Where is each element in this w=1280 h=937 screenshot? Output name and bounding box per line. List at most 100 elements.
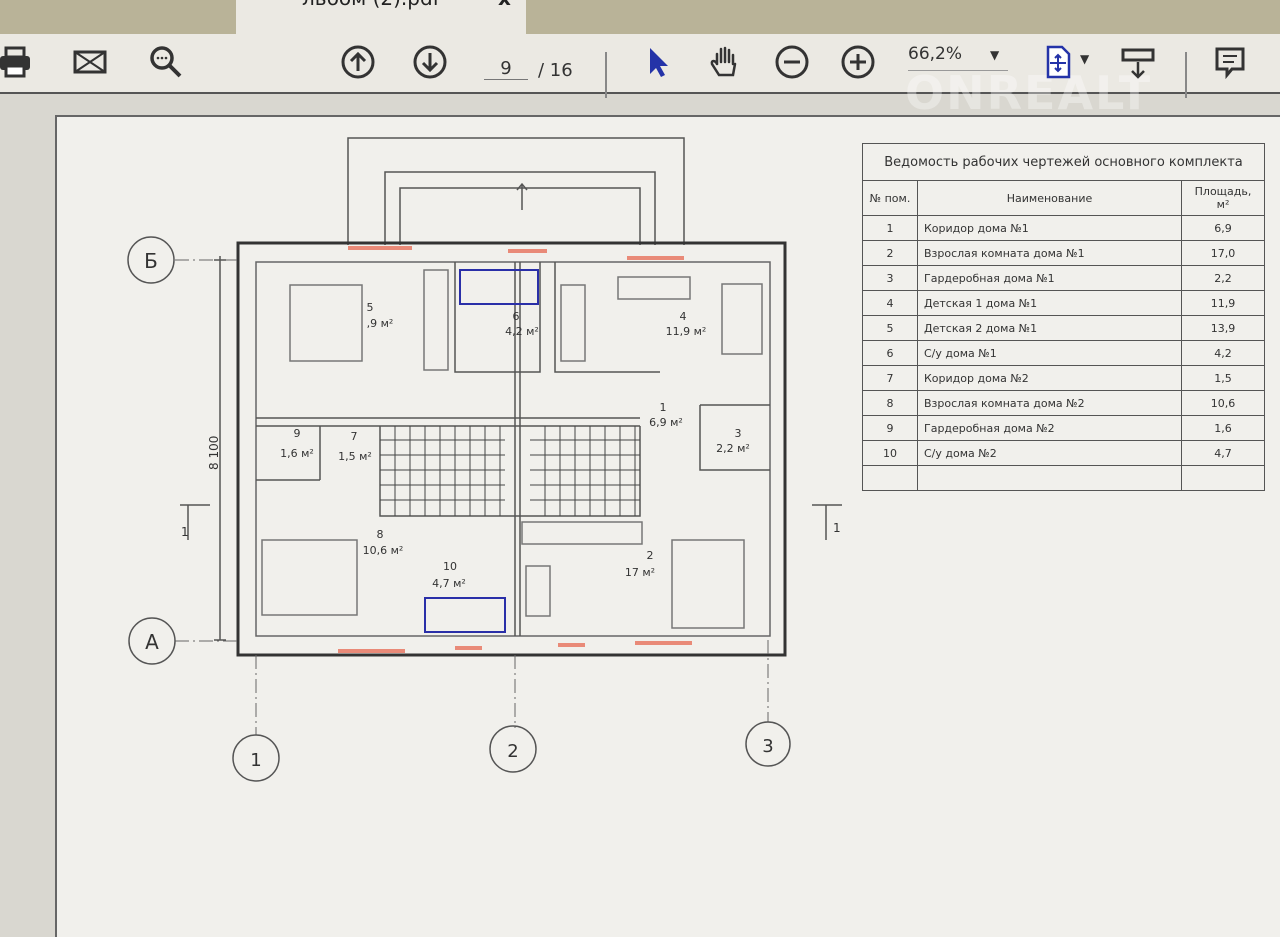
room-name-cell: Детская 1 дома №1 [917,290,1182,316]
room-name-cell: Гардеробная дома №1 [917,265,1182,291]
floor-plan: Б А 1 2 3 8 100 1 1 5 ,9 м² 6 4,2 м² 4 1… [127,137,842,782]
room-area: 11,9 м² [666,325,707,338]
room-area: 6,9 м² [649,416,683,429]
room-labels: 5 ,9 м² 6 4,2 м² 4 11,9 м² 1 6,9 м² 3 2,… [280,301,750,590]
room-number-cell: 7 [862,365,918,391]
table-row-empty [862,465,1265,491]
hand-icon[interactable] [705,42,745,82]
room-number: 6 [513,310,520,323]
axis-label-b: Б [144,249,158,273]
separator [605,52,607,98]
room-area-cell: 6,9 [1181,215,1265,241]
room-area: 17 м² [625,566,655,579]
room-number: 9 [294,427,301,440]
next-page-icon[interactable] [410,42,450,82]
room-number: 3 [735,427,742,440]
room-area: 2,2 м² [716,442,750,455]
section-mark-left: 1 [181,525,189,539]
room-name-cell: Взрослая комната дома №1 [917,240,1182,266]
zoom-dropdown-arrow[interactable]: ▼ [990,48,1000,62]
room-name-cell: Детская 2 дома №1 [917,315,1182,341]
room-number-cell: 4 [862,290,918,316]
column-header: № пом. [862,180,918,216]
dimension-label: 8 100 [207,436,221,470]
room-name-cell: С/у дома №1 [917,340,1182,366]
print-icon[interactable] [0,42,36,82]
column-header: Площадь, м² [1181,180,1265,216]
axis-label-1: 1 [250,750,261,771]
room-number-cell: 2 [862,240,918,266]
room-number-cell: 9 [862,415,918,441]
room-area-cell: 10,6 [1181,390,1265,416]
room-area-cell: 1,6 [1181,415,1265,441]
room-area-cell: 4,2 [1181,340,1265,366]
room-number: 10 [443,560,457,573]
room-number-cell: 6 [862,340,918,366]
comment-icon[interactable] [1210,42,1250,82]
room-name-cell: Гардеробная дома №2 [917,415,1182,441]
axis-label-3: 3 [762,736,773,757]
watermark: ONREALT [905,66,1153,120]
schedule-title: Ведомость рабочих чертежей основного ком… [862,143,1265,181]
page-number-input[interactable]: 9 [484,58,528,80]
toolbar: 9 / 16 ONREALT 66,2% ▼ ▼ [0,34,1280,120]
room-number: 1 [660,401,667,414]
room-area-cell: 1,5 [1181,365,1265,391]
room-area-cell: 4,7 [1181,440,1265,466]
axis-label-a: А [145,630,159,654]
room-area: 4,7 м² [432,577,466,590]
room-number-cell: 8 [862,390,918,416]
room-schedule-table: Ведомость рабочих чертежей основного ком… [862,143,1265,491]
room-area: 10,6 м² [363,544,404,557]
zoom-out-icon[interactable] [772,42,812,82]
fit-dropdown-arrow[interactable]: ▼ [1080,52,1090,66]
room-name-cell: Коридор дома №1 [917,215,1182,241]
document-tab[interactable]: льбом (2).pdf x [236,0,526,34]
room-number-cell: 1 [862,215,918,241]
room-area-cell: 2,2 [1181,265,1265,291]
room-area: ,9 м² [367,317,394,330]
room-area: 1,5 м² [338,450,372,463]
room-number: 8 [377,528,384,541]
section-mark-right: 1 [833,521,841,535]
room-number: 5 [367,301,374,314]
room-area: 4,2 м² [505,325,539,338]
room-area: 1,6 м² [280,447,314,460]
tab-bar: льбом (2).pdf x [0,0,1280,34]
zoom-in-icon[interactable] [838,42,878,82]
room-number: 4 [680,310,687,323]
scroll-mode-icon[interactable] [1118,42,1158,82]
room-name-cell: С/у дома №2 [917,440,1182,466]
room-area-cell: 11,9 [1181,290,1265,316]
separator [1185,52,1187,98]
column-header: Наименование [917,180,1182,216]
room-name-cell: Коридор дома №2 [917,365,1182,391]
room-number-cell: 10 [862,440,918,466]
tab-close-button[interactable]: x [498,0,511,10]
room-name-cell: Взрослая комната дома №2 [917,390,1182,416]
room-area-cell: 13,9 [1181,315,1265,341]
room-number: 2 [647,549,654,562]
zoom-level-select[interactable]: 66,2% [908,44,1008,71]
room-number: 7 [351,430,358,443]
axis-label-2: 2 [507,741,518,762]
prev-page-icon[interactable] [338,42,378,82]
room-number-cell: 3 [862,265,918,291]
tab-title: льбом (2).pdf [302,0,440,10]
select-pointer-icon[interactable] [638,42,678,82]
find-icon[interactable] [146,42,186,82]
page-total: / 16 [538,60,573,81]
email-icon[interactable] [70,42,110,82]
fit-page-icon[interactable] [1038,42,1078,82]
room-area-cell: 17,0 [1181,240,1265,266]
room-number-cell: 5 [862,315,918,341]
